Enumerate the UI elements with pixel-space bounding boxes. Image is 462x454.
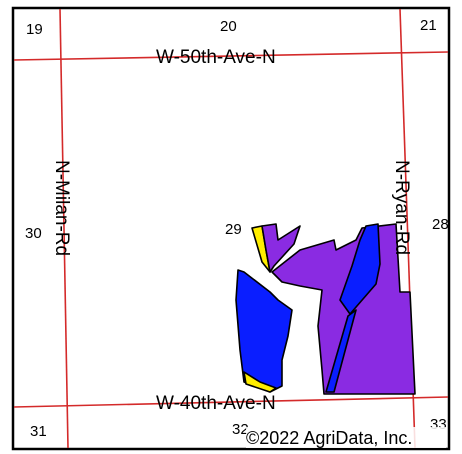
section-labels: 19 20 21 28 29 30 31 32 33 — [25, 17, 449, 440]
road-label-south: W-40th-Ave-N — [156, 393, 276, 414]
road-label-west: N-Milan-Rd — [51, 160, 72, 256]
field-purple-main — [261, 223, 301, 273]
section-label-32: 32 — [232, 421, 249, 438]
section-label-29: 29 — [225, 221, 242, 238]
field-blue-west — [235, 269, 293, 393]
field-yellow-southwest — [243, 371, 277, 393]
section-label-20: 20 — [220, 18, 237, 35]
section-label-28: 28 — [432, 216, 449, 233]
road-line-north — [13, 51, 449, 61]
road-line-south — [13, 396, 449, 408]
section-label-30: 30 — [25, 225, 42, 242]
section-label-21: 21 — [420, 17, 437, 34]
copyright-text: ©2022 AgriData, Inc. — [246, 428, 412, 448]
section-label-19: 19 — [26, 21, 43, 38]
road-labels: W-50th-Ave-N W-40th-Ave-N N-Milan-Rd N-R… — [51, 47, 412, 414]
road-lines — [13, 8, 449, 449]
field-blue-diagonal — [325, 309, 357, 393]
road-line-west — [59, 8, 69, 449]
field-polygons — [235, 223, 416, 395]
section-label-31: 31 — [30, 423, 47, 440]
copyright-backdrop — [246, 427, 446, 448]
road-label-east: N-Ryan-Rd — [391, 160, 412, 255]
road-label-north: W-50th-Ave-N — [156, 47, 276, 68]
